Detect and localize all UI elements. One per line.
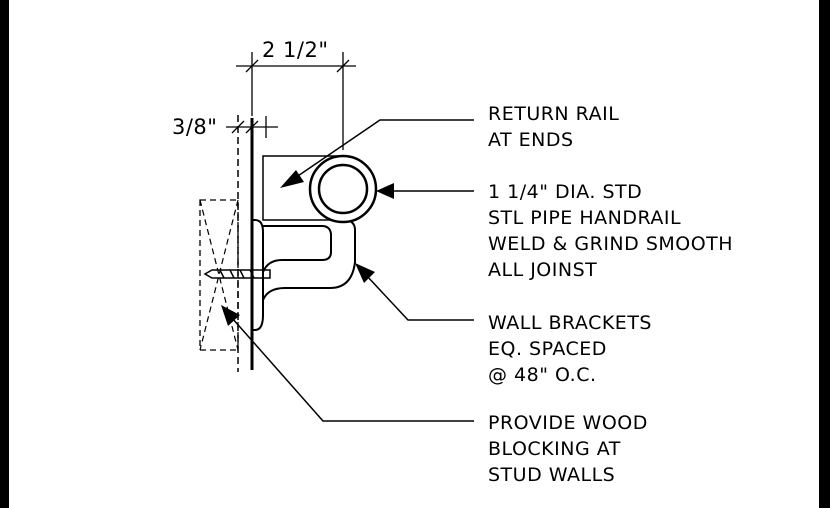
callout-pipe-handrail-line3: WELD & GRIND SMOOTH bbox=[488, 233, 733, 255]
callout-wood-blocking-line3: STUD WALLS bbox=[488, 464, 615, 486]
pipe-handrail bbox=[308, 154, 378, 224]
callout-wood-blocking-line2: BLOCKING AT bbox=[488, 438, 621, 460]
callout-pipe-handrail-line2: STL PIPE HANDRAIL bbox=[488, 207, 681, 229]
dimension-width-label: 2 1/2" bbox=[262, 38, 329, 62]
callout-return-rail-line1: RETURN RAIL bbox=[488, 103, 619, 125]
callout-pipe-handrail-line1: 1 1/4" DIA. STD bbox=[488, 181, 642, 203]
callout-wall-brackets-line2: EQ. SPACED bbox=[488, 338, 607, 360]
callout-pipe-handrail: 1 1/4" DIA. STD STL PIPE HANDRAIL WELD &… bbox=[488, 181, 733, 281]
frame-border-left bbox=[0, 0, 9, 508]
callout-wall-brackets-line1: WALL BRACKETS bbox=[488, 312, 652, 334]
dimension-offset bbox=[226, 116, 278, 138]
leader-pipe-handrail bbox=[376, 183, 474, 199]
callout-wood-blocking-line1: PROVIDE WOOD bbox=[488, 412, 648, 434]
anchor-screw bbox=[203, 269, 271, 279]
callout-return-rail-line2: AT ENDS bbox=[488, 129, 574, 151]
leader-return-rail bbox=[280, 119, 474, 188]
callout-wall-brackets: WALL BRACKETS EQ. SPACED @ 48" O.C. bbox=[488, 312, 652, 386]
callout-wood-blocking: PROVIDE WOOD BLOCKING AT STUD WALLS bbox=[488, 412, 648, 486]
dimension-width bbox=[236, 52, 356, 150]
wood-blocking bbox=[199, 199, 239, 351]
leader-wall-brackets bbox=[355, 263, 474, 321]
callout-pipe-handrail-line4: ALL JOINST bbox=[488, 259, 597, 281]
dimension-offset-label: 3/8" bbox=[172, 115, 217, 139]
callout-return-rail: RETURN RAIL AT ENDS bbox=[488, 103, 619, 151]
leader-wood-blocking bbox=[221, 305, 474, 422]
wall-bracket bbox=[252, 219, 356, 331]
frame-border-right bbox=[819, 0, 830, 508]
callout-wall-brackets-line3: @ 48" O.C. bbox=[488, 364, 597, 386]
